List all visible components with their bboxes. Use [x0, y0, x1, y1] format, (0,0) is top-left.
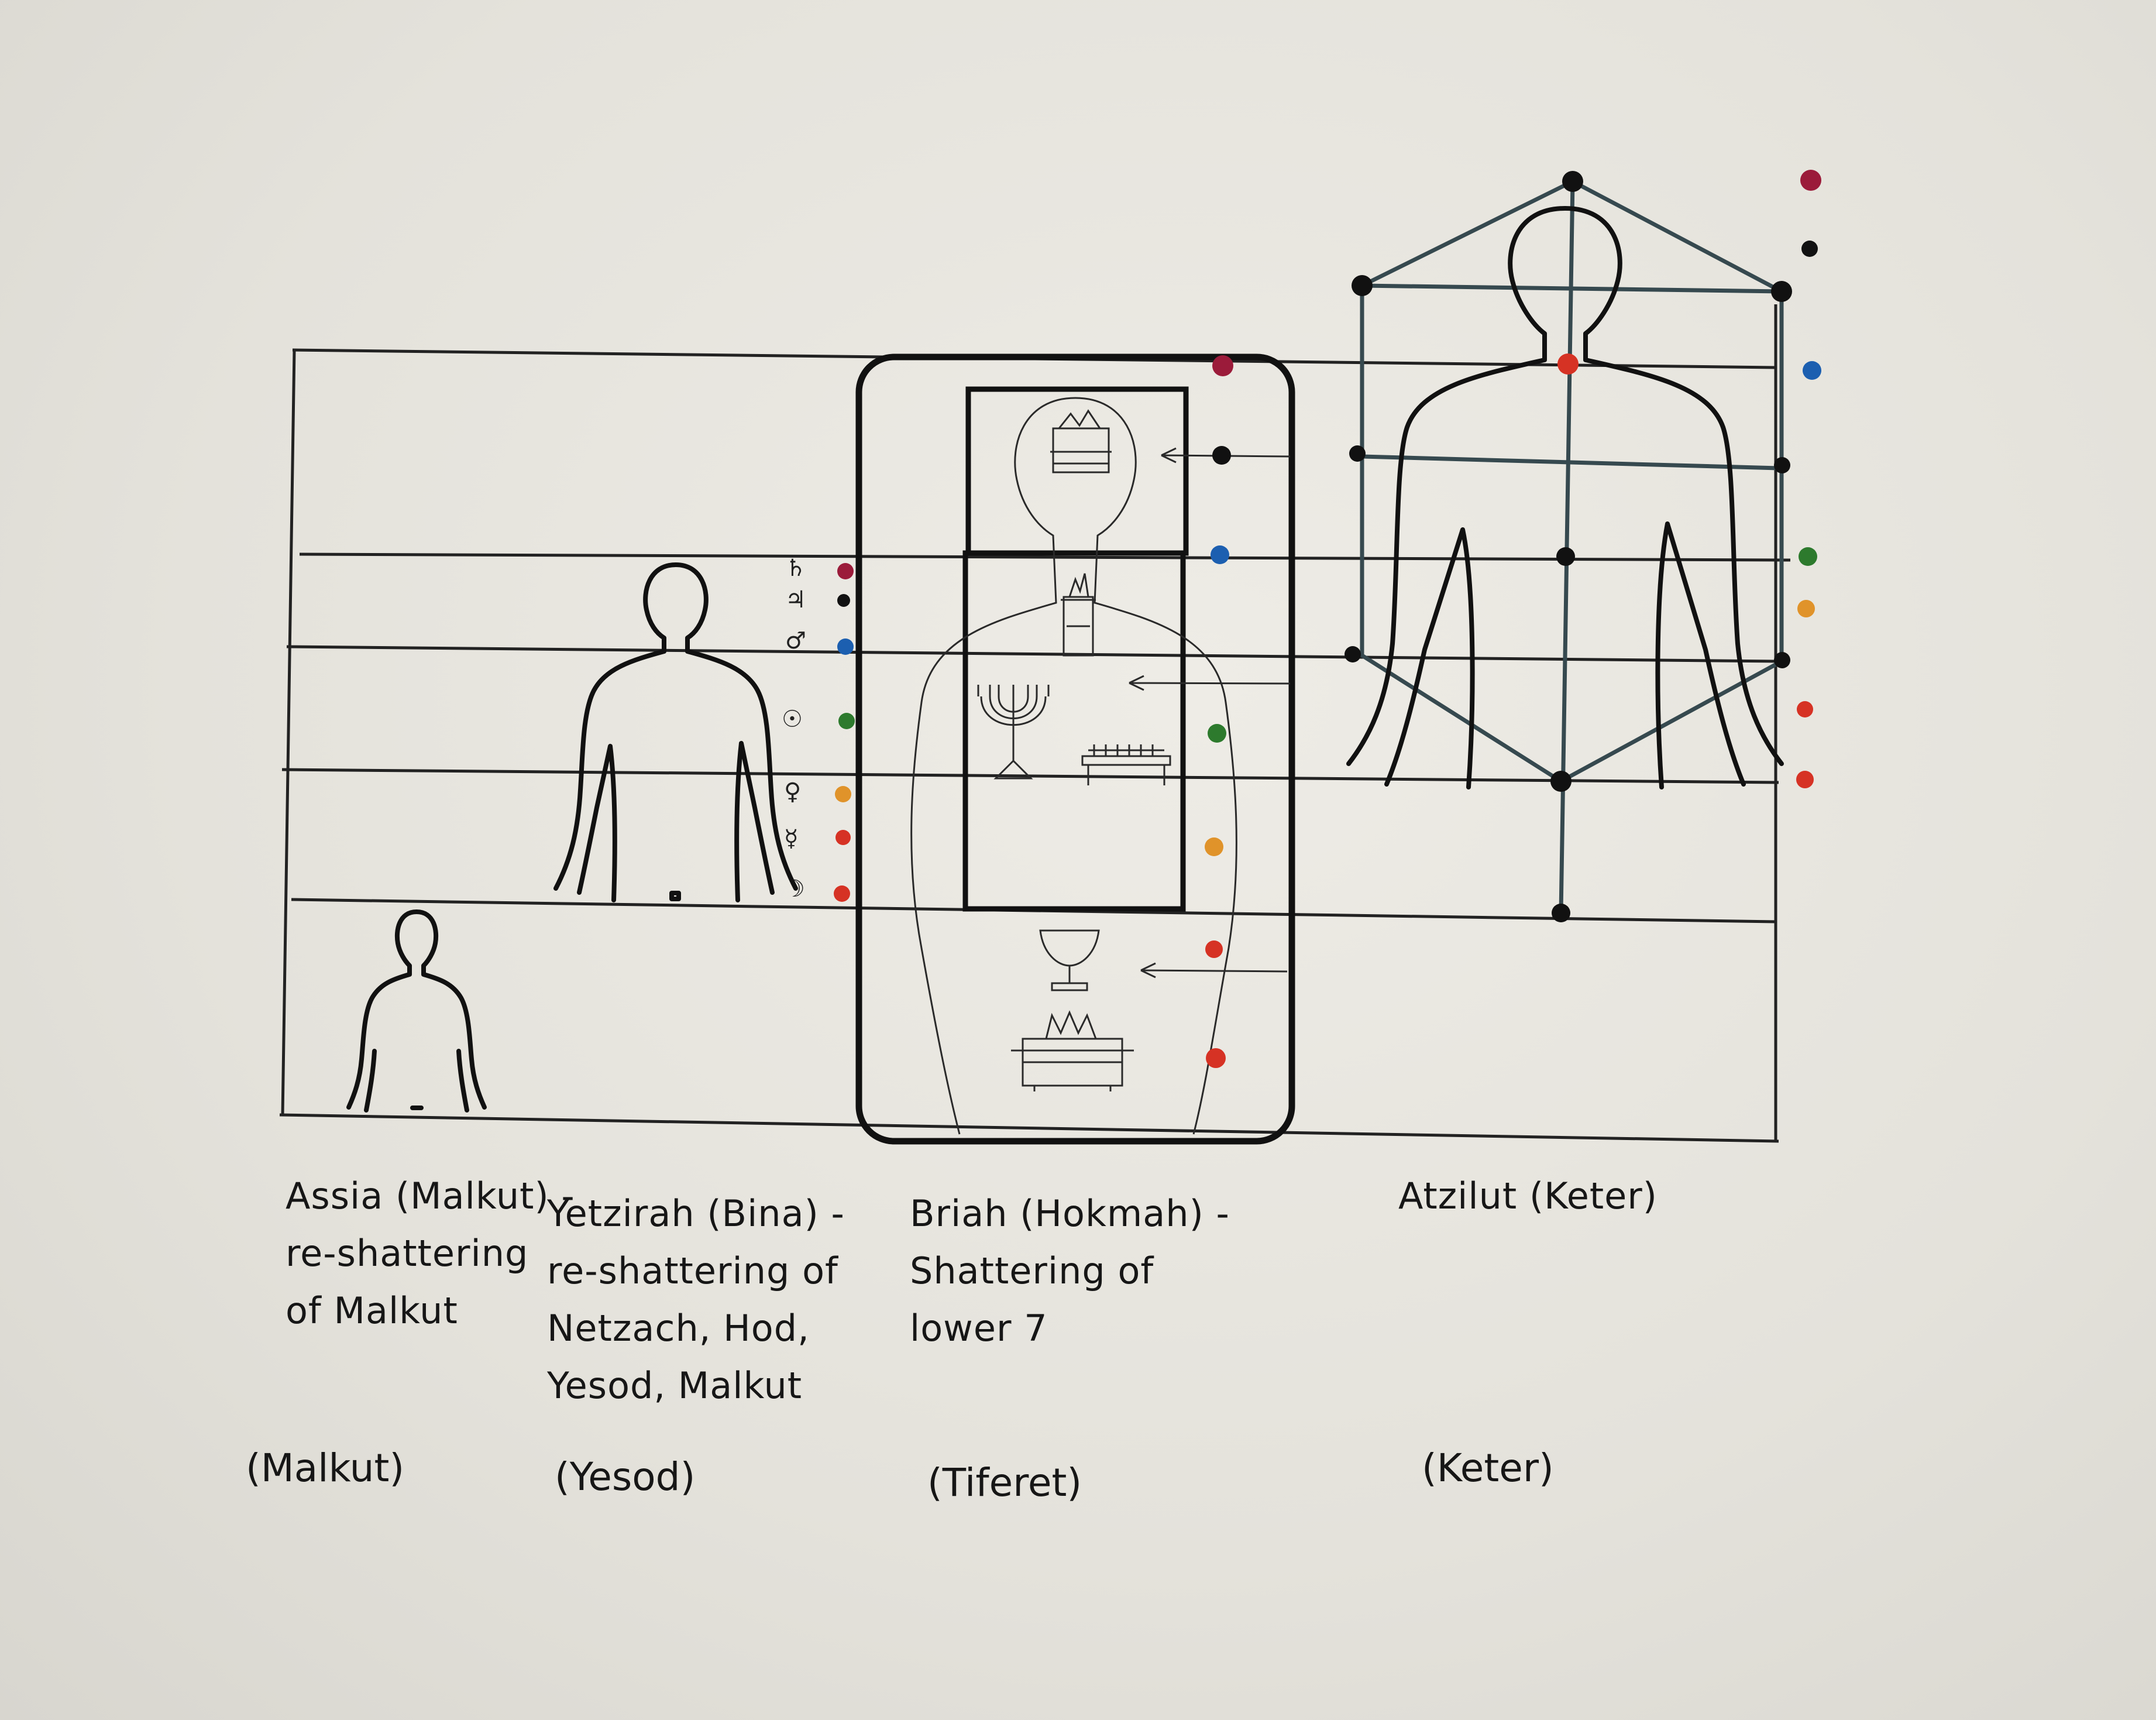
planet-glyph-saturn-icon: ♄ [785, 555, 806, 582]
planet-glyph-jupiter-icon: ♃ [785, 586, 806, 613]
assia-line-2: of Malkut [286, 1289, 458, 1332]
ark-of-covenant-icon [1050, 409, 1112, 473]
yetzirah-line-2: Netzach, Hod, [547, 1307, 810, 1350]
yetzirah-figure [553, 562, 798, 902]
briah-heading: Briah (Hokmah) - [910, 1192, 1230, 1235]
assia-sefirah: (Malkut) [246, 1446, 405, 1491]
planet-glyph-mars-icon: ♂ [785, 627, 806, 654]
laver-icon [1039, 929, 1100, 991]
level-line-2 [299, 552, 1791, 562]
briah-line-2: lower 7 [910, 1307, 1048, 1350]
briah-line-1: Shattering of [910, 1249, 1154, 1292]
yetzirah-sefirah: (Yesod) [555, 1454, 696, 1499]
briah-arrows [1129, 447, 1291, 979]
briah-dots [1205, 355, 1233, 1068]
atzilut-tree-lines [1360, 179, 1784, 914]
assia-line-1: re-shattering [286, 1232, 529, 1275]
atzilut-sefirah: (Keter) [1422, 1446, 1554, 1491]
yetzirah-line-1: re-shattering of [547, 1249, 838, 1292]
menorah-icon [977, 685, 1050, 780]
atzilut-label: Atzilut (Keter) [1398, 1168, 1658, 1225]
assia-label: Assia (Malkut) - re-shattering of Malkut [286, 1168, 575, 1340]
briah-sefirah: (Tiferet) [927, 1460, 1082, 1505]
yetzirah-line-3: Yesod, Malkut [547, 1364, 803, 1407]
level-line-3 [286, 645, 1779, 663]
planet-glyph-moon-icon: ☽ [784, 876, 805, 902]
tree-nodes [1345, 171, 1792, 922]
yetzirah-label: Yetzirah (Bina) - re-shattering of Netza… [547, 1185, 845, 1415]
briah-sketch-figure [910, 397, 1237, 1135]
atzilut-dots [1796, 170, 1821, 788]
level-line-bottom [279, 1113, 1779, 1143]
incense-altar-icon [1061, 573, 1096, 657]
level-line-4 [281, 768, 1779, 784]
atzilut-figure [1346, 206, 1784, 789]
left-border [281, 349, 296, 1115]
yetzirah-dots [834, 563, 855, 902]
briah-label: Briah (Hokmah) - Shattering of lower 7 [910, 1185, 1230, 1357]
planet-glyph-mercury-icon: ☿ [784, 825, 799, 852]
assia-heading: Assia (Malkut) - [286, 1175, 575, 1217]
burnt-offering-altar-icon [1011, 1010, 1134, 1091]
planet-glyph-venus-icon: ♀ [784, 778, 802, 805]
yetzirah-heading: Yetzirah (Bina) - [547, 1192, 845, 1235]
atzilut-heading: Atzilut (Keter) [1398, 1175, 1658, 1217]
planet-glyph-sun-icon: ☉ [782, 706, 803, 733]
briah-tabernacle [855, 353, 1295, 1145]
assia-figure [346, 909, 487, 1113]
showbread-table-icon [1081, 744, 1171, 785]
